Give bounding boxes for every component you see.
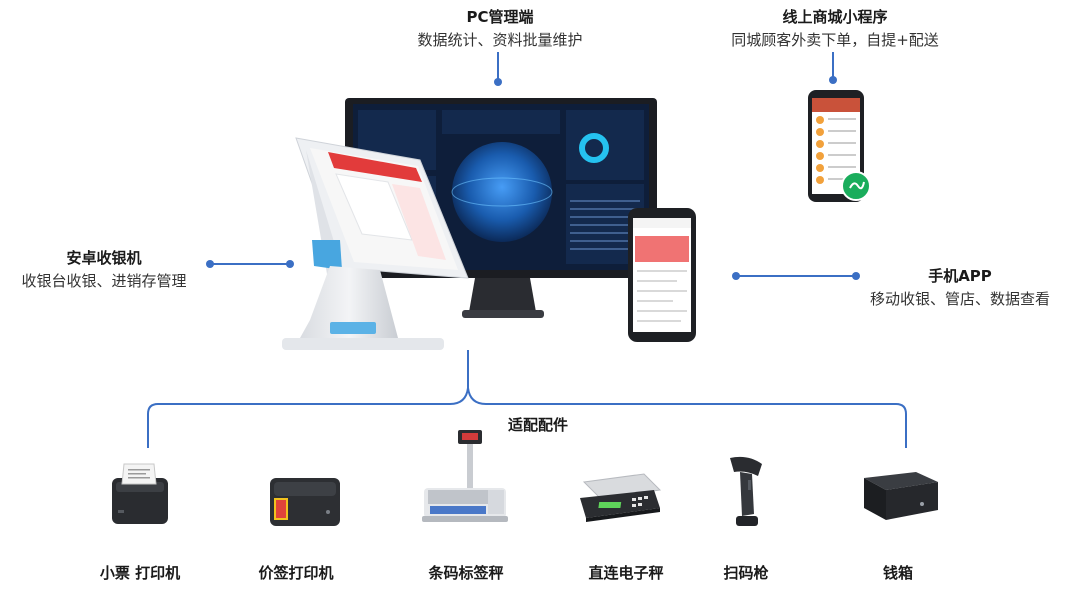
accessory-label-barcode-scale: 条码标签秤: [428, 564, 504, 582]
pc-desc: 数据统计、资料批量维护: [417, 31, 583, 49]
electronic-scale-icon: [580, 473, 662, 522]
barcode-scanner-icon: [730, 456, 762, 526]
mini-program-node: 线上商城小程序 同城顾客外卖下单，自提+配送: [700, 6, 970, 50]
mini-connector-dot: [829, 76, 837, 84]
app-connector-dot-left: [732, 272, 740, 280]
devices-illustration: [282, 98, 696, 350]
phone-app-image: [628, 208, 696, 342]
mini-connector: [832, 52, 834, 78]
label-printer-icon: [270, 478, 340, 526]
android-pos-desc: 收银台收银、进销存管理: [21, 272, 187, 290]
pc-title: PC管理端: [466, 8, 534, 26]
barcode-scale-icon: [422, 430, 508, 522]
accessories-title: 适配配件: [508, 416, 569, 434]
accessory-label-receipt-printer: 小票 打印机: [99, 564, 181, 582]
mobile-app-title: 手机APP: [928, 267, 992, 285]
android-pos-image: [282, 137, 469, 350]
cash-drawer-icon: [864, 472, 938, 520]
android-connector: [212, 263, 288, 265]
accessory-label-label-printer: 价签打印机: [258, 564, 334, 582]
mini-program-desc: 同城顾客外卖下单，自提+配送: [731, 31, 939, 49]
mini-program-title: 线上商城小程序: [782, 8, 888, 26]
accessory-label-electronic-scale: 直连电子秤: [588, 564, 664, 582]
android-pos-node: 安卓收银机 收银台收银、进销存管理: [4, 247, 204, 291]
pc-node: PC管理端 数据统计、资料批量维护: [360, 6, 640, 50]
receipt-printer-icon: [112, 463, 168, 524]
app-connector-dot-right: [852, 272, 860, 280]
accessory-label-barcode-scanner: 扫码枪: [723, 564, 769, 582]
android-connector-dot-right: [286, 260, 294, 268]
accessories-brace: [147, 350, 907, 448]
pc-connector-dot: [494, 78, 502, 86]
mobile-app-node: 手机APP 移动收银、管店、数据查看: [850, 265, 1070, 309]
mini-program-phone-image: [808, 90, 871, 202]
mobile-app-desc: 移动收银、管店、数据查看: [869, 290, 1050, 308]
android-connector-dot-left: [206, 260, 214, 268]
pc-connector: [497, 52, 499, 80]
app-connector: [738, 275, 854, 277]
accessory-label-cash-drawer: 钱箱: [882, 564, 913, 582]
android-pos-title: 安卓收银机: [66, 249, 142, 267]
